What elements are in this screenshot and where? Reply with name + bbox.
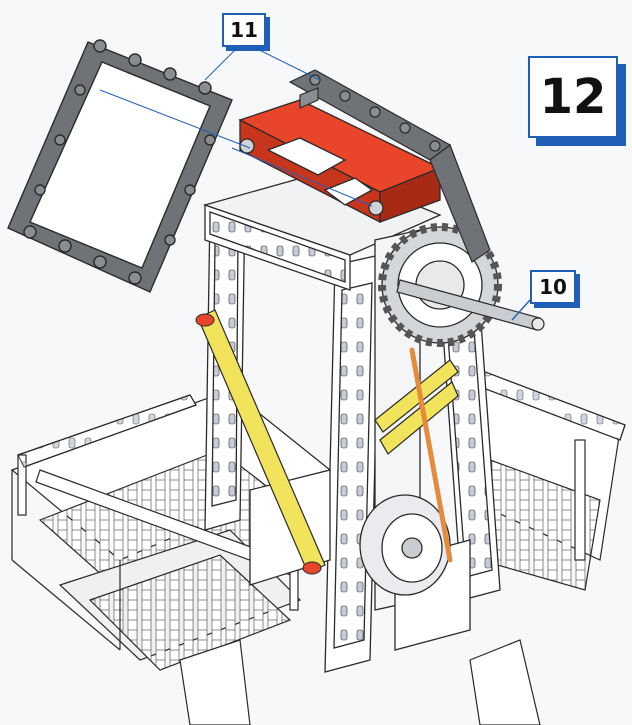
step-number-badge: 12 bbox=[528, 56, 618, 138]
leader-10 bbox=[511, 299, 531, 321]
red-bracket bbox=[238, 99, 442, 224]
motor-disk bbox=[359, 494, 451, 596]
platform-right bbox=[469, 369, 626, 591]
axle bbox=[396, 279, 545, 331]
part-label-11: 11 bbox=[222, 13, 266, 47]
part-label-10: 10 bbox=[530, 270, 576, 304]
orange-rod bbox=[409, 347, 453, 563]
grey-frame-part-11 bbox=[7, 39, 233, 293]
guide-lines bbox=[99, 41, 373, 207]
yellow-struts bbox=[197, 309, 459, 574]
grey-frame-back bbox=[288, 69, 491, 263]
